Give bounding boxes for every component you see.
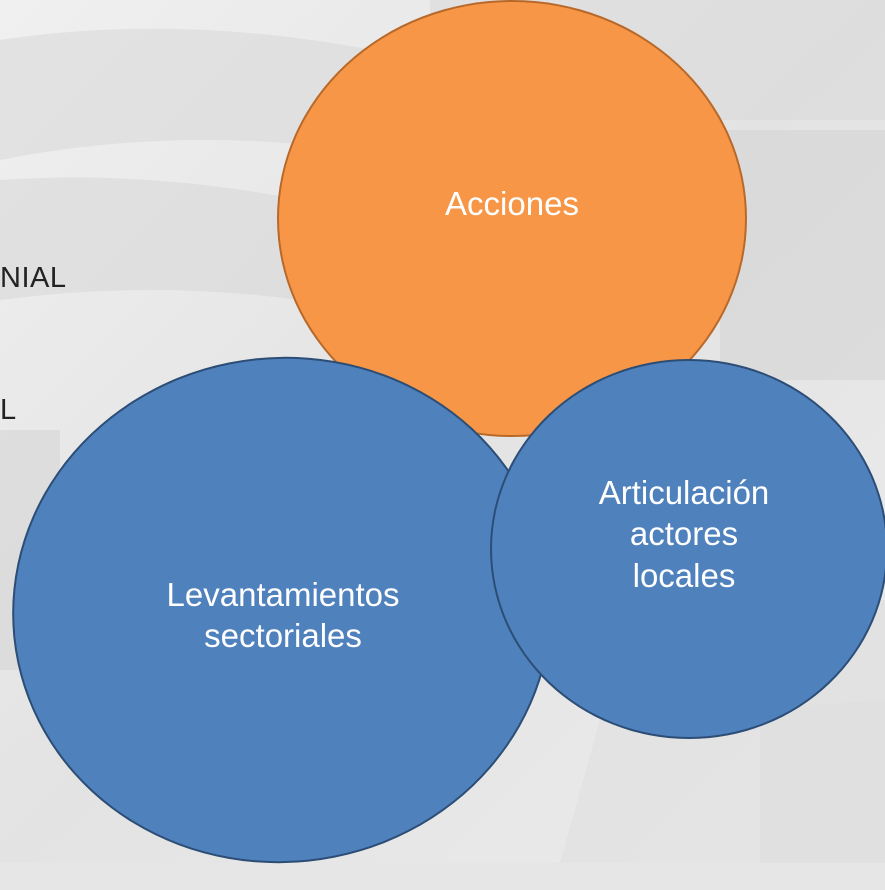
circle-levantamientos-line2: sectoriales [203, 616, 362, 654]
circle-articulacion-line3: locales [632, 556, 736, 594]
circle-articulacion-line2: actores [629, 515, 739, 553]
circle-articulacion-actores-locales: Articulación actores locales [490, 359, 885, 739]
circle-articulacion-line1: Articulación [598, 474, 770, 512]
left-text-fragment-2: L [0, 394, 17, 426]
left-text-fragment-1: NIAL [0, 262, 67, 294]
circle-acciones-label: Acciones [445, 184, 579, 222]
circle-levantamientos-text: Levantamientos sectoriales [166, 574, 399, 657]
circle-levantamientos-line1: Levantamientos [166, 575, 400, 613]
circle-articulacion-text: Articulación actores locales [599, 472, 770, 596]
